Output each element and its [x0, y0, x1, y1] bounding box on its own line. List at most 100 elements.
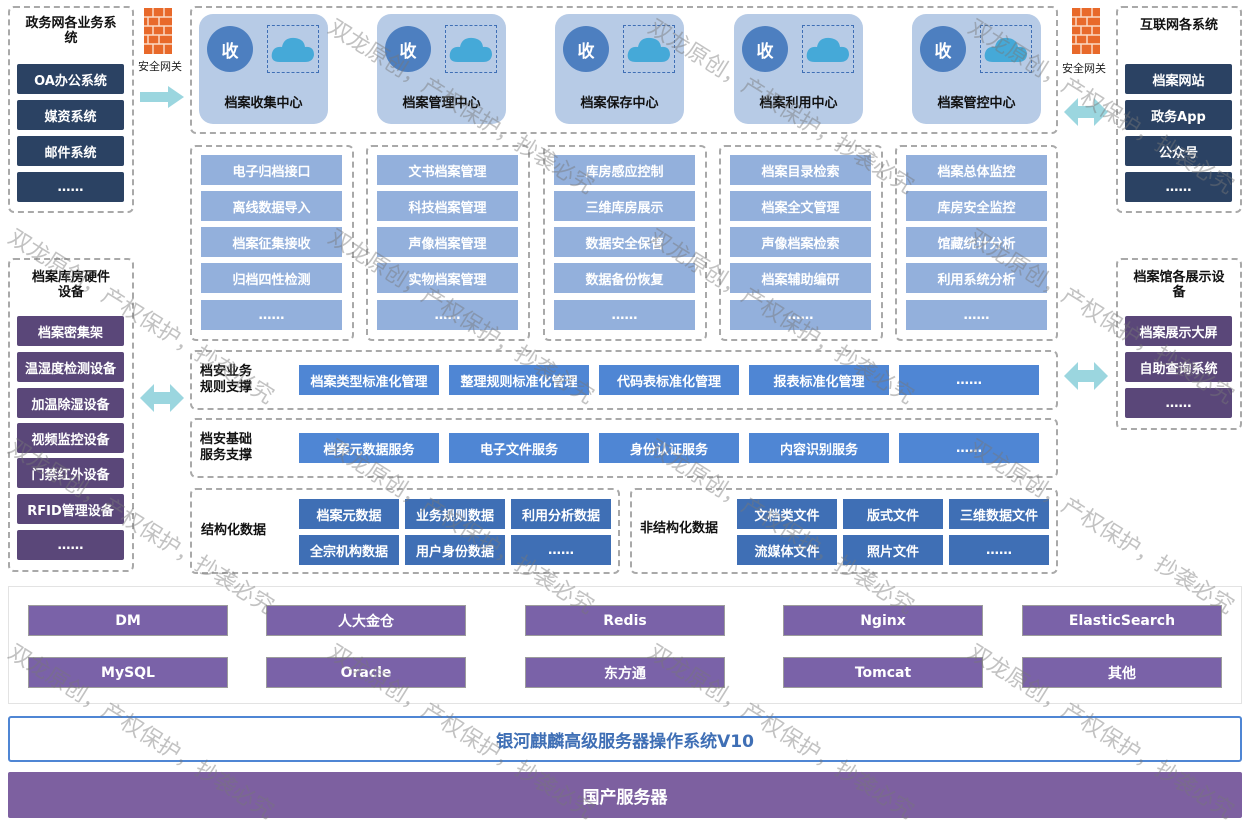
structured-item[interactable]: 业务规则数据: [405, 499, 505, 529]
rules-item-arrange[interactable]: 整理规则标准化管理: [449, 365, 589, 395]
module-item[interactable]: 库房安全监控: [906, 191, 1047, 221]
middleware-item[interactable]: Nginx: [783, 605, 983, 636]
module-item[interactable]: 库房感应控制: [554, 155, 695, 185]
module-item[interactable]: 档案目录检索: [730, 155, 871, 185]
unstructured-item-more[interactable]: ……: [949, 535, 1049, 565]
hardware-title: 档案库房硬件设备: [31, 270, 110, 300]
cloud-icon: [623, 25, 675, 73]
rules-panel: [190, 350, 1058, 410]
module-item-more[interactable]: ……: [554, 300, 695, 330]
show-item-kiosk[interactable]: 自助查询系统: [1125, 352, 1232, 382]
module-item-more[interactable]: ……: [201, 300, 342, 330]
module-item[interactable]: 声像档案检索: [730, 227, 871, 257]
module-item[interactable]: 离线数据导入: [201, 191, 342, 221]
server-bar[interactable]: 国产服务器: [8, 772, 1242, 818]
unstructured-item[interactable]: 三维数据文件: [949, 499, 1049, 529]
net-item-more[interactable]: ……: [1125, 172, 1232, 202]
center-title: 档案管理中心: [402, 96, 481, 111]
center-card[interactable]: 收档案利用中心: [734, 14, 863, 124]
center-circle: 收: [385, 26, 431, 72]
double-arrow-icon: [140, 384, 184, 412]
base-item-efile[interactable]: 电子文件服务: [449, 433, 589, 463]
os-label: 银河麒麟高级服务器操作系统V10: [496, 731, 754, 752]
rules-label: 档安业务规则支撑: [200, 364, 253, 395]
middleware-item[interactable]: 东方通: [525, 657, 725, 688]
center-title: 档案收集中心: [224, 96, 303, 111]
base-item-auth[interactable]: 身份认证服务: [599, 433, 739, 463]
gov-item-mail[interactable]: 邮件系统: [17, 136, 124, 166]
center-card[interactable]: 收档案收集中心: [199, 14, 328, 124]
module-item[interactable]: 利用系统分析: [906, 263, 1047, 293]
gov-item-oa[interactable]: OA办公系统: [17, 64, 124, 94]
module-item[interactable]: 档案全文管理: [730, 191, 871, 221]
show-item-screen[interactable]: 档案展示大屏: [1125, 316, 1232, 346]
base-item-more[interactable]: ……: [899, 433, 1039, 463]
middleware-item[interactable]: Tomcat: [783, 657, 983, 688]
hw-item-door[interactable]: 门禁红外设备: [17, 458, 124, 488]
gov-systems-panel: [8, 6, 134, 213]
middleware-item[interactable]: Oracle: [266, 657, 466, 688]
hw-item-dehumidify[interactable]: 加温除湿设备: [17, 388, 124, 418]
center-title: 档案保存中心: [580, 96, 659, 111]
center-card[interactable]: 收档案管理中心: [377, 14, 506, 124]
net-item-wechat[interactable]: 公众号: [1125, 136, 1232, 166]
rules-item-code[interactable]: 代码表标准化管理: [599, 365, 739, 395]
module-item[interactable]: 声像档案管理: [377, 227, 518, 257]
center-card[interactable]: 收档案保存中心: [555, 14, 684, 124]
structured-item[interactable]: 用户身份数据: [405, 535, 505, 565]
module-item[interactable]: 实物档案管理: [377, 263, 518, 293]
module-item[interactable]: 科技档案管理: [377, 191, 518, 221]
rules-item-type[interactable]: 档案类型标准化管理: [299, 365, 439, 395]
firewall-icon: [1072, 8, 1100, 54]
structured-item-more[interactable]: ……: [511, 535, 611, 565]
base-panel: [190, 418, 1058, 478]
unstructured-item[interactable]: 版式文件: [843, 499, 943, 529]
hw-item-more[interactable]: ……: [17, 530, 124, 560]
gov-item-media[interactable]: 媒资系统: [17, 100, 124, 130]
rules-item-report[interactable]: 报表标准化管理: [749, 365, 889, 395]
internet-panel: [1116, 6, 1242, 213]
net-item-app[interactable]: 政务App: [1125, 100, 1232, 130]
module-item-more[interactable]: ……: [377, 300, 518, 330]
middleware-item[interactable]: 其他: [1022, 657, 1222, 688]
base-item-metadata[interactable]: 档案元数据服务: [299, 433, 439, 463]
module-item[interactable]: 三维库房展示: [554, 191, 695, 221]
structured-item[interactable]: 利用分析数据: [511, 499, 611, 529]
module-item[interactable]: 数据备份恢复: [554, 263, 695, 293]
firewall-icon: [144, 8, 172, 54]
module-item[interactable]: 归档四性检测: [201, 263, 342, 293]
module-item[interactable]: 档案总体监控: [906, 155, 1047, 185]
module-item[interactable]: 电子归档接口: [201, 155, 342, 185]
unstructured-item[interactable]: 流媒体文件: [737, 535, 837, 565]
middleware-item[interactable]: 人大金仓: [266, 605, 466, 636]
middleware-item[interactable]: DM: [28, 605, 228, 636]
module-item[interactable]: 档案辅助编研: [730, 263, 871, 293]
unstructured-panel: [630, 488, 1058, 574]
hw-item-rfid[interactable]: RFID管理设备: [17, 494, 124, 524]
hw-item-humidity[interactable]: 温湿度检测设备: [17, 352, 124, 382]
module-item[interactable]: 馆藏统计分析: [906, 227, 1047, 257]
show-item-more[interactable]: ……: [1125, 388, 1232, 418]
rules-item-more[interactable]: ……: [899, 365, 1039, 395]
hw-item-video[interactable]: 视频监控设备: [17, 423, 124, 453]
module-item-more[interactable]: ……: [730, 300, 871, 330]
module-item[interactable]: 文书档案管理: [377, 155, 518, 185]
module-item-more[interactable]: ……: [906, 300, 1047, 330]
unstructured-item[interactable]: 照片文件: [843, 535, 943, 565]
gov-item-more[interactable]: ……: [17, 172, 124, 202]
middleware-item[interactable]: MySQL: [28, 657, 228, 688]
hw-item-shelf[interactable]: 档案密集架: [17, 316, 124, 346]
structured-item[interactable]: 档案元数据: [299, 499, 399, 529]
middleware-item[interactable]: Redis: [525, 605, 725, 636]
module-item[interactable]: 档案征集接收: [201, 227, 342, 257]
internet-title: 互联网各系统: [1139, 18, 1218, 33]
net-item-website[interactable]: 档案网站: [1125, 64, 1232, 94]
module-item[interactable]: 数据安全保管: [554, 227, 695, 257]
unstructured-item[interactable]: 文档类文件: [737, 499, 837, 529]
gov-systems-title: 政务网各业务系统: [25, 16, 117, 46]
center-card[interactable]: 收档案管控中心: [912, 14, 1041, 124]
os-bar[interactable]: 银河麒麟高级服务器操作系统V10: [8, 716, 1242, 762]
middleware-item[interactable]: ElasticSearch: [1022, 605, 1222, 636]
base-item-ocr[interactable]: 内容识别服务: [749, 433, 889, 463]
structured-item[interactable]: 全宗机构数据: [299, 535, 399, 565]
